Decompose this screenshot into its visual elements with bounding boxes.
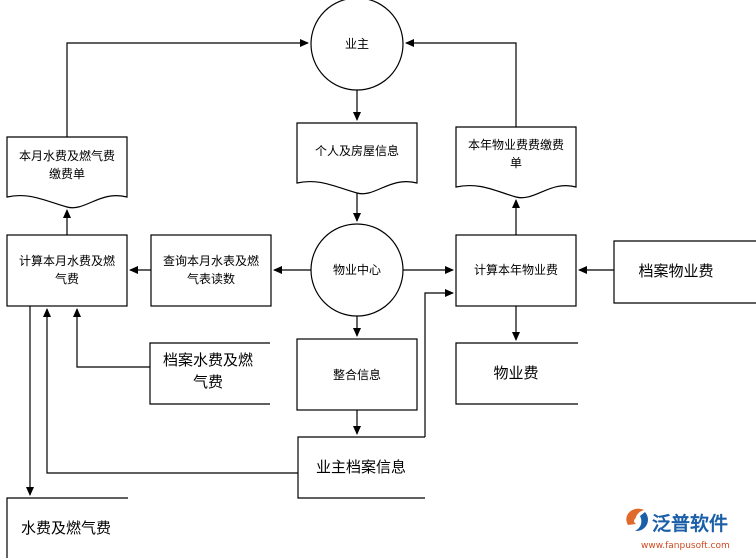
annual-fee-bill-label-line2: 单 xyxy=(510,156,522,170)
annual-fee-bill-label-line1: 本年物业费费缴费 xyxy=(468,137,564,152)
arrow-archive-water-to-calc xyxy=(73,308,150,368)
logo-url: www.fanpusoft.com xyxy=(641,541,730,551)
archive-property-fee-label: 档案物业费 xyxy=(638,262,713,280)
fanpu-logo: 泛普软件 www.fanpusoft.com xyxy=(626,508,730,551)
query-meter-label-line1: 查询本月水表及燃 xyxy=(163,253,259,268)
water-gas-fee-store xyxy=(6,497,128,558)
owner-label: 业主 xyxy=(345,37,369,51)
calc-water-gas-box xyxy=(6,234,128,307)
water-gas-bill-label-line2: 缴费单 xyxy=(49,166,85,181)
arrow-annual-bill-to-owner xyxy=(405,39,517,127)
personal-info-document xyxy=(296,122,418,195)
owner-archive-store xyxy=(297,436,425,499)
calc-water-gas-label-line2: 气费 xyxy=(55,271,79,286)
water-gas-bill-label-line1: 本月水费及燃气费 xyxy=(19,148,115,163)
water-gas-fee-label: 水费及燃气费 xyxy=(21,519,111,537)
calc-annual-fee-label: 计算本年物业费 xyxy=(474,262,558,277)
property-fee-store xyxy=(455,342,578,405)
water-gas-bill-document xyxy=(6,136,128,209)
calc-water-gas-label-line1: 计算本月水费及燃 xyxy=(19,253,115,268)
archive-water-gas-store xyxy=(149,342,270,405)
archive-water-gas-label-line1: 档案水费及燃 xyxy=(163,351,253,369)
arrow-water-bill-to-owner xyxy=(66,39,309,137)
logo-text: 泛普软件 xyxy=(652,512,728,535)
archive-property-fee-store xyxy=(613,240,756,304)
property-fee-label: 物业费 xyxy=(493,364,538,382)
query-meter-box xyxy=(150,234,272,307)
arrow-owner-archive-to-calc-water xyxy=(43,308,298,474)
property-center-label: 物业中心 xyxy=(333,262,381,277)
query-meter-label-line2: 气表读数 xyxy=(187,271,235,286)
fanpu-logo-icon xyxy=(626,508,649,532)
annual-fee-bill-document xyxy=(455,126,577,199)
owner-archive-label: 业主档案信息 xyxy=(316,458,406,476)
integrate-info-label: 整合信息 xyxy=(333,367,381,382)
archive-water-gas-label-line2: 气费 xyxy=(193,373,223,391)
arrow-owner-archive-to-calc-annual xyxy=(424,289,454,437)
personal-info-label: 个人及房屋信息 xyxy=(315,143,399,158)
